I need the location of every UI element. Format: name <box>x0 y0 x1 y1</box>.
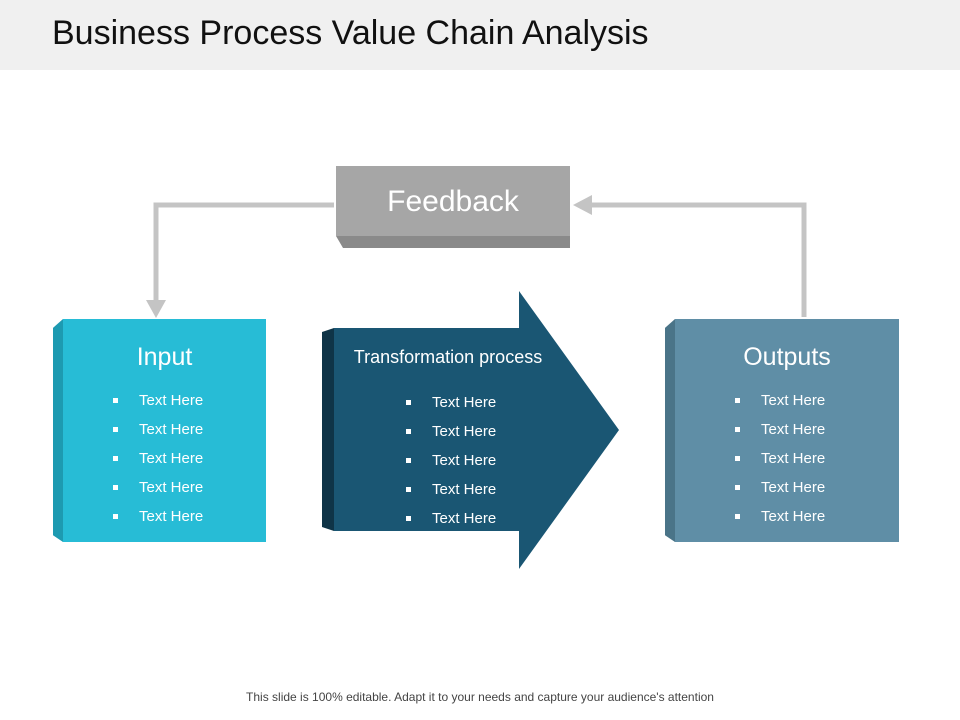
input-list: Text Here Text Here Text Here Text Here … <box>113 386 203 531</box>
bullet-icon <box>735 456 740 461</box>
bullet-icon <box>113 514 118 519</box>
list-item: Text Here <box>113 473 203 502</box>
bullet-icon <box>735 485 740 490</box>
input-title: Input <box>136 343 193 371</box>
list-item: Text Here <box>406 417 496 446</box>
feedback-arrowhead-icon <box>573 195 592 215</box>
list-item: Text Here <box>735 415 825 444</box>
feedback-label: Feedback <box>387 185 519 218</box>
list-item: Text Here <box>735 502 825 531</box>
list-item: Text Here <box>113 502 203 531</box>
bullet-icon <box>406 429 411 434</box>
process-arrow-shadow <box>322 328 334 531</box>
bullet-icon <box>113 398 118 403</box>
outputs-title: Outputs <box>743 343 831 371</box>
feedback-box-shadow <box>336 236 570 248</box>
bullet-icon <box>113 427 118 432</box>
feedback-to-input-connector <box>153 202 334 304</box>
bullet-icon <box>735 427 740 432</box>
input-box-side <box>53 319 63 542</box>
input-box <box>63 319 266 542</box>
list-item: Text Here <box>406 446 496 475</box>
title-bar <box>0 0 960 70</box>
outputs-box-side <box>665 319 675 542</box>
bullet-icon <box>113 485 118 490</box>
bullet-icon <box>406 458 411 463</box>
bullet-icon <box>735 514 740 519</box>
list-item: Text Here <box>406 475 496 504</box>
process-list: Text Here Text Here Text Here Text Here … <box>406 388 496 533</box>
bullet-icon <box>735 398 740 403</box>
list-item: Text Here <box>735 444 825 473</box>
bullet-icon <box>406 516 411 521</box>
list-item: Text Here <box>406 504 496 533</box>
list-item: Text Here <box>735 473 825 502</box>
process-arrow <box>334 291 619 569</box>
input-arrowhead-icon <box>146 300 166 318</box>
list-item: Text Here <box>113 415 203 444</box>
list-item: Text Here <box>113 386 203 415</box>
bullet-icon <box>406 487 411 492</box>
footer-note: This slide is 100% editable. Adapt it to… <box>246 690 714 704</box>
outputs-to-feedback-connector <box>588 202 807 317</box>
feedback-box <box>336 166 570 236</box>
list-item: Text Here <box>735 386 825 415</box>
bullet-icon <box>406 400 411 405</box>
list-item: Text Here <box>406 388 496 417</box>
process-title: Transformation process <box>353 347 543 367</box>
page-title: Business Process Value Chain Analysis <box>52 14 649 52</box>
outputs-box <box>675 319 899 542</box>
outputs-list: Text Here Text Here Text Here Text Here … <box>735 386 825 531</box>
list-item: Text Here <box>113 444 203 473</box>
bullet-icon <box>113 456 118 461</box>
